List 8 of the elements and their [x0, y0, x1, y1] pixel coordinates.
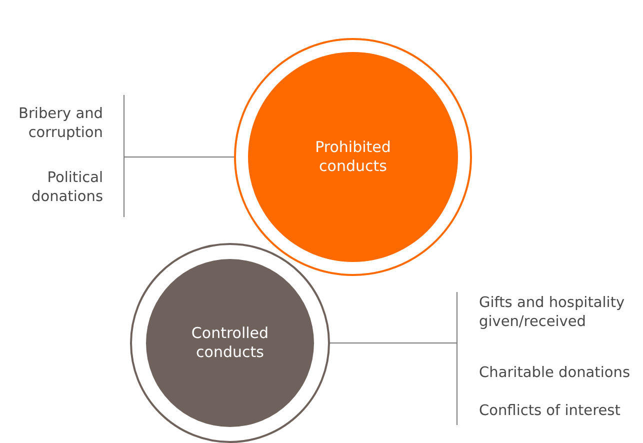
circle-label: Prohibited conducts: [314, 138, 392, 176]
connector-line: [328, 342, 458, 426]
list-item-text: Bribery and corruption: [18, 105, 103, 143]
list-item-text: Conflicts of interest: [479, 402, 620, 420]
circle-label: Controlled conducts: [190, 324, 270, 362]
list-item-text: Charitable donations: [479, 364, 630, 382]
list-item-text: Gifts and hospitality given/received: [479, 294, 626, 332]
list-item-text: Political donations: [30, 169, 103, 207]
